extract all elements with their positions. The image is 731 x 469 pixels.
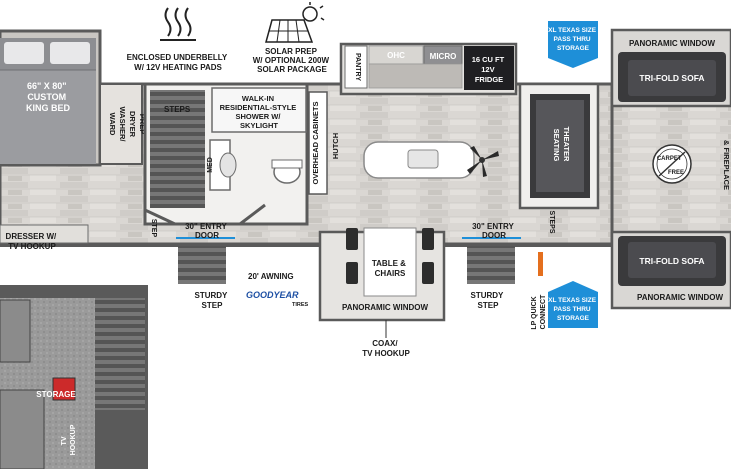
window-dinette-label: PANORAMIC WINDOW bbox=[342, 303, 429, 312]
med-label: MED bbox=[207, 157, 214, 173]
kitchen-slide bbox=[339, 42, 518, 96]
bathroom bbox=[143, 82, 309, 226]
ohc-label: OHC bbox=[387, 51, 405, 60]
living-slide-top bbox=[610, 28, 731, 108]
kitchen-island bbox=[363, 141, 499, 179]
storage-callout-bottom bbox=[548, 281, 598, 328]
goodyear-logo: GOODYEAR bbox=[246, 290, 299, 300]
entry-right-label: 30" ENTRY DOOR bbox=[472, 222, 516, 240]
dryer-label: DRYER bbox=[128, 111, 137, 138]
washer-label: WASHER/ bbox=[118, 106, 127, 142]
solar-panel-icon bbox=[265, 2, 325, 43]
carpet-free-label: CARPET FREE bbox=[657, 156, 684, 176]
entry-left-label: 30" ENTRY DOOR bbox=[185, 222, 229, 240]
dresser-label: DRESSER W/ TV HOOKUP bbox=[6, 232, 59, 251]
prep-label: PREP bbox=[138, 114, 147, 134]
pantry-label: PANTRY bbox=[354, 53, 361, 81]
theater-seating bbox=[518, 82, 600, 210]
dresser bbox=[0, 224, 89, 244]
window-bottom-label: PANORAMIC WINDOW bbox=[637, 293, 724, 302]
fridge-label: 16 CU FT 12V FRIDGE bbox=[472, 55, 507, 84]
goodyear-sub: TIRES bbox=[292, 302, 309, 308]
sturdy-step-left bbox=[178, 246, 226, 284]
dinette-slide bbox=[318, 227, 446, 322]
solar-label: SOLAR PREP W/ OPTIONAL 200W SOLAR PACKAG… bbox=[253, 47, 332, 74]
fireplace-label: & FIREPLACE bbox=[722, 140, 731, 190]
lp-label: LP QUICK CONNECT bbox=[531, 294, 547, 330]
tv-lower-label: TV HOOKUP bbox=[61, 424, 77, 455]
hutch-label: HUTCH bbox=[331, 133, 340, 159]
theater-label: THEATER SEATING bbox=[552, 127, 571, 164]
sturdy-step-right bbox=[467, 246, 515, 284]
storage-top-label: XL TEXAS SIZE PASS THRU STORAGE bbox=[548, 27, 598, 52]
sturdy-right-label: STURDY STEP bbox=[471, 291, 506, 310]
steps-right-label: STEPS bbox=[548, 211, 555, 234]
heating-label: ENCLOSED UNDERBELLY W/ 12V HEATING PADS bbox=[127, 53, 230, 72]
coax-label: COAX/ TV HOOKUP bbox=[362, 339, 410, 358]
awning-label: 20' AWNING bbox=[248, 272, 294, 281]
lower-level bbox=[0, 285, 148, 469]
lp-connector bbox=[538, 252, 543, 276]
overhead-cabinets bbox=[308, 91, 328, 195]
bed-label: 66" X 80" CUSTOM KING BED bbox=[26, 81, 71, 113]
ward-label: WARD bbox=[108, 113, 117, 136]
step-left-label: STEP bbox=[150, 219, 157, 238]
storage-callout-top bbox=[548, 21, 598, 68]
table-label: TABLE & CHAIRS bbox=[372, 259, 408, 278]
carpet-free-badge bbox=[652, 144, 692, 184]
steps-bath-label: STEPS bbox=[164, 105, 191, 114]
sofa-bottom-label: TRI-FOLD SOFA bbox=[639, 256, 704, 266]
storage-lower-label: STORAGE bbox=[36, 390, 76, 399]
storage-bottom-label: XL TEXAS SIZE PASS THRU STORAGE bbox=[548, 297, 598, 322]
window-top-label: PANORAMIC WINDOW bbox=[629, 39, 716, 48]
shower-label: WALK-IN RESIDENTIAL-STYLE SHOWER W/ SKYL… bbox=[220, 94, 299, 130]
ward-column bbox=[99, 83, 143, 165]
sofa-top-label: TRI-FOLD SOFA bbox=[639, 73, 704, 83]
sturdy-left-label: STURDY STEP bbox=[195, 291, 230, 310]
heating-icon bbox=[160, 7, 196, 41]
bedroom-slide bbox=[0, 29, 102, 167]
micro-label: MICRO bbox=[430, 52, 457, 61]
overhead-label: OVERHEAD CABINETS bbox=[311, 102, 320, 185]
living-slide-bottom bbox=[610, 230, 731, 310]
